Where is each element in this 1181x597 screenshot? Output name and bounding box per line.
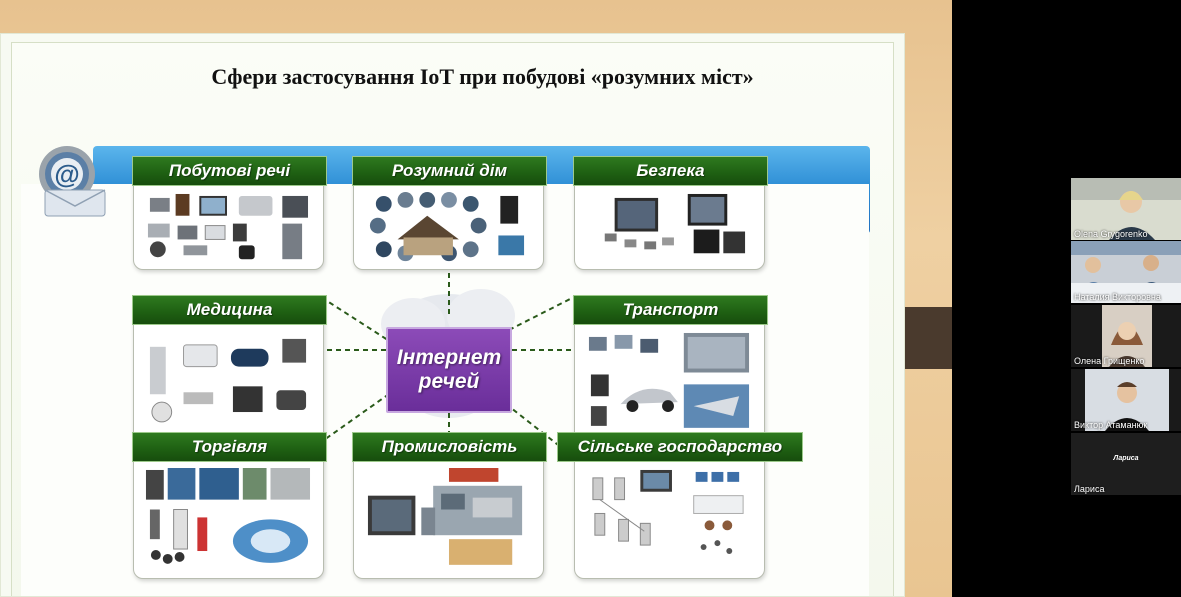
svg-text:@: @ (54, 159, 79, 189)
category-header: Медицина (132, 295, 327, 325)
participant-video-avatar (1071, 369, 1181, 431)
participant-video-avatar (1071, 305, 1181, 367)
transport-icon (588, 332, 750, 428)
category-card-medicine: Медицина (132, 295, 327, 442)
center-node-iot: Інтернет речей (386, 327, 512, 413)
agriculture-icon (592, 469, 744, 554)
slide-title: Сфери застосування IoT при побудові «роз… (211, 64, 754, 89)
participant-name: Наталия Викторовна (1074, 292, 1161, 302)
shared-screen: @ Сфери застосування IoT при побудові «р… (0, 0, 952, 597)
category-header: Транспорт (573, 295, 768, 325)
participant-tile[interactable]: Olena Grygorenko (1071, 178, 1181, 240)
center-node-line1: Інтернет (396, 345, 502, 369)
category-card-agriculture: Сільське господарство (557, 432, 803, 579)
participant-name: Олена Грищенко (1074, 356, 1145, 366)
participant-tile[interactable]: Олена Грищенко (1071, 305, 1181, 367)
category-header: Побутові речі (132, 156, 327, 186)
security-cameras-icon (604, 193, 746, 254)
at-sign-logo-icon: @ (39, 146, 106, 217)
category-card-smart-home: Розумний дім (352, 156, 547, 270)
category-card-transport: Транспорт (573, 295, 768, 442)
household-devices-icon (147, 193, 309, 260)
category-header: Безпека (573, 156, 768, 186)
participant-tile[interactable]: Лариса Лариса (1071, 433, 1181, 495)
trade-icon (145, 468, 311, 564)
participant-tile[interactable]: Наталия Викторовна (1071, 241, 1181, 303)
participant-name: Виктор Атаманюк (1074, 420, 1148, 430)
industry-icon (367, 468, 523, 565)
participants-panel: Olena Grygorenko Наталия Викторовна Олен… (1071, 178, 1181, 500)
participant-center-label: Лариса (1113, 455, 1139, 462)
smart-home-icon (369, 192, 525, 262)
participant-name: Лариса (1074, 484, 1105, 494)
medical-devices-icon (149, 338, 307, 423)
category-card-household: Побутові речі (132, 156, 327, 270)
category-header: Торгівля (132, 432, 327, 462)
category-header: Промисловість (352, 432, 547, 462)
category-header: Розумний дім (352, 156, 547, 186)
center-node-line2: речей (418, 370, 480, 393)
category-card-security: Безпека (573, 156, 768, 270)
category-card-trade: Торгівля (132, 432, 327, 579)
presentation-slide: @ Сфери застосування IoT при побудові «р… (0, 33, 905, 597)
category-card-industry: Промисловість (352, 432, 547, 579)
participant-video-avatar (1071, 178, 1181, 240)
participant-video-avatar (1071, 241, 1181, 303)
participant-tile[interactable]: Виктор Атаманюк (1071, 369, 1181, 431)
category-header: Сільське господарство (557, 432, 803, 462)
participant-name: Olena Grygorenko (1074, 229, 1148, 239)
